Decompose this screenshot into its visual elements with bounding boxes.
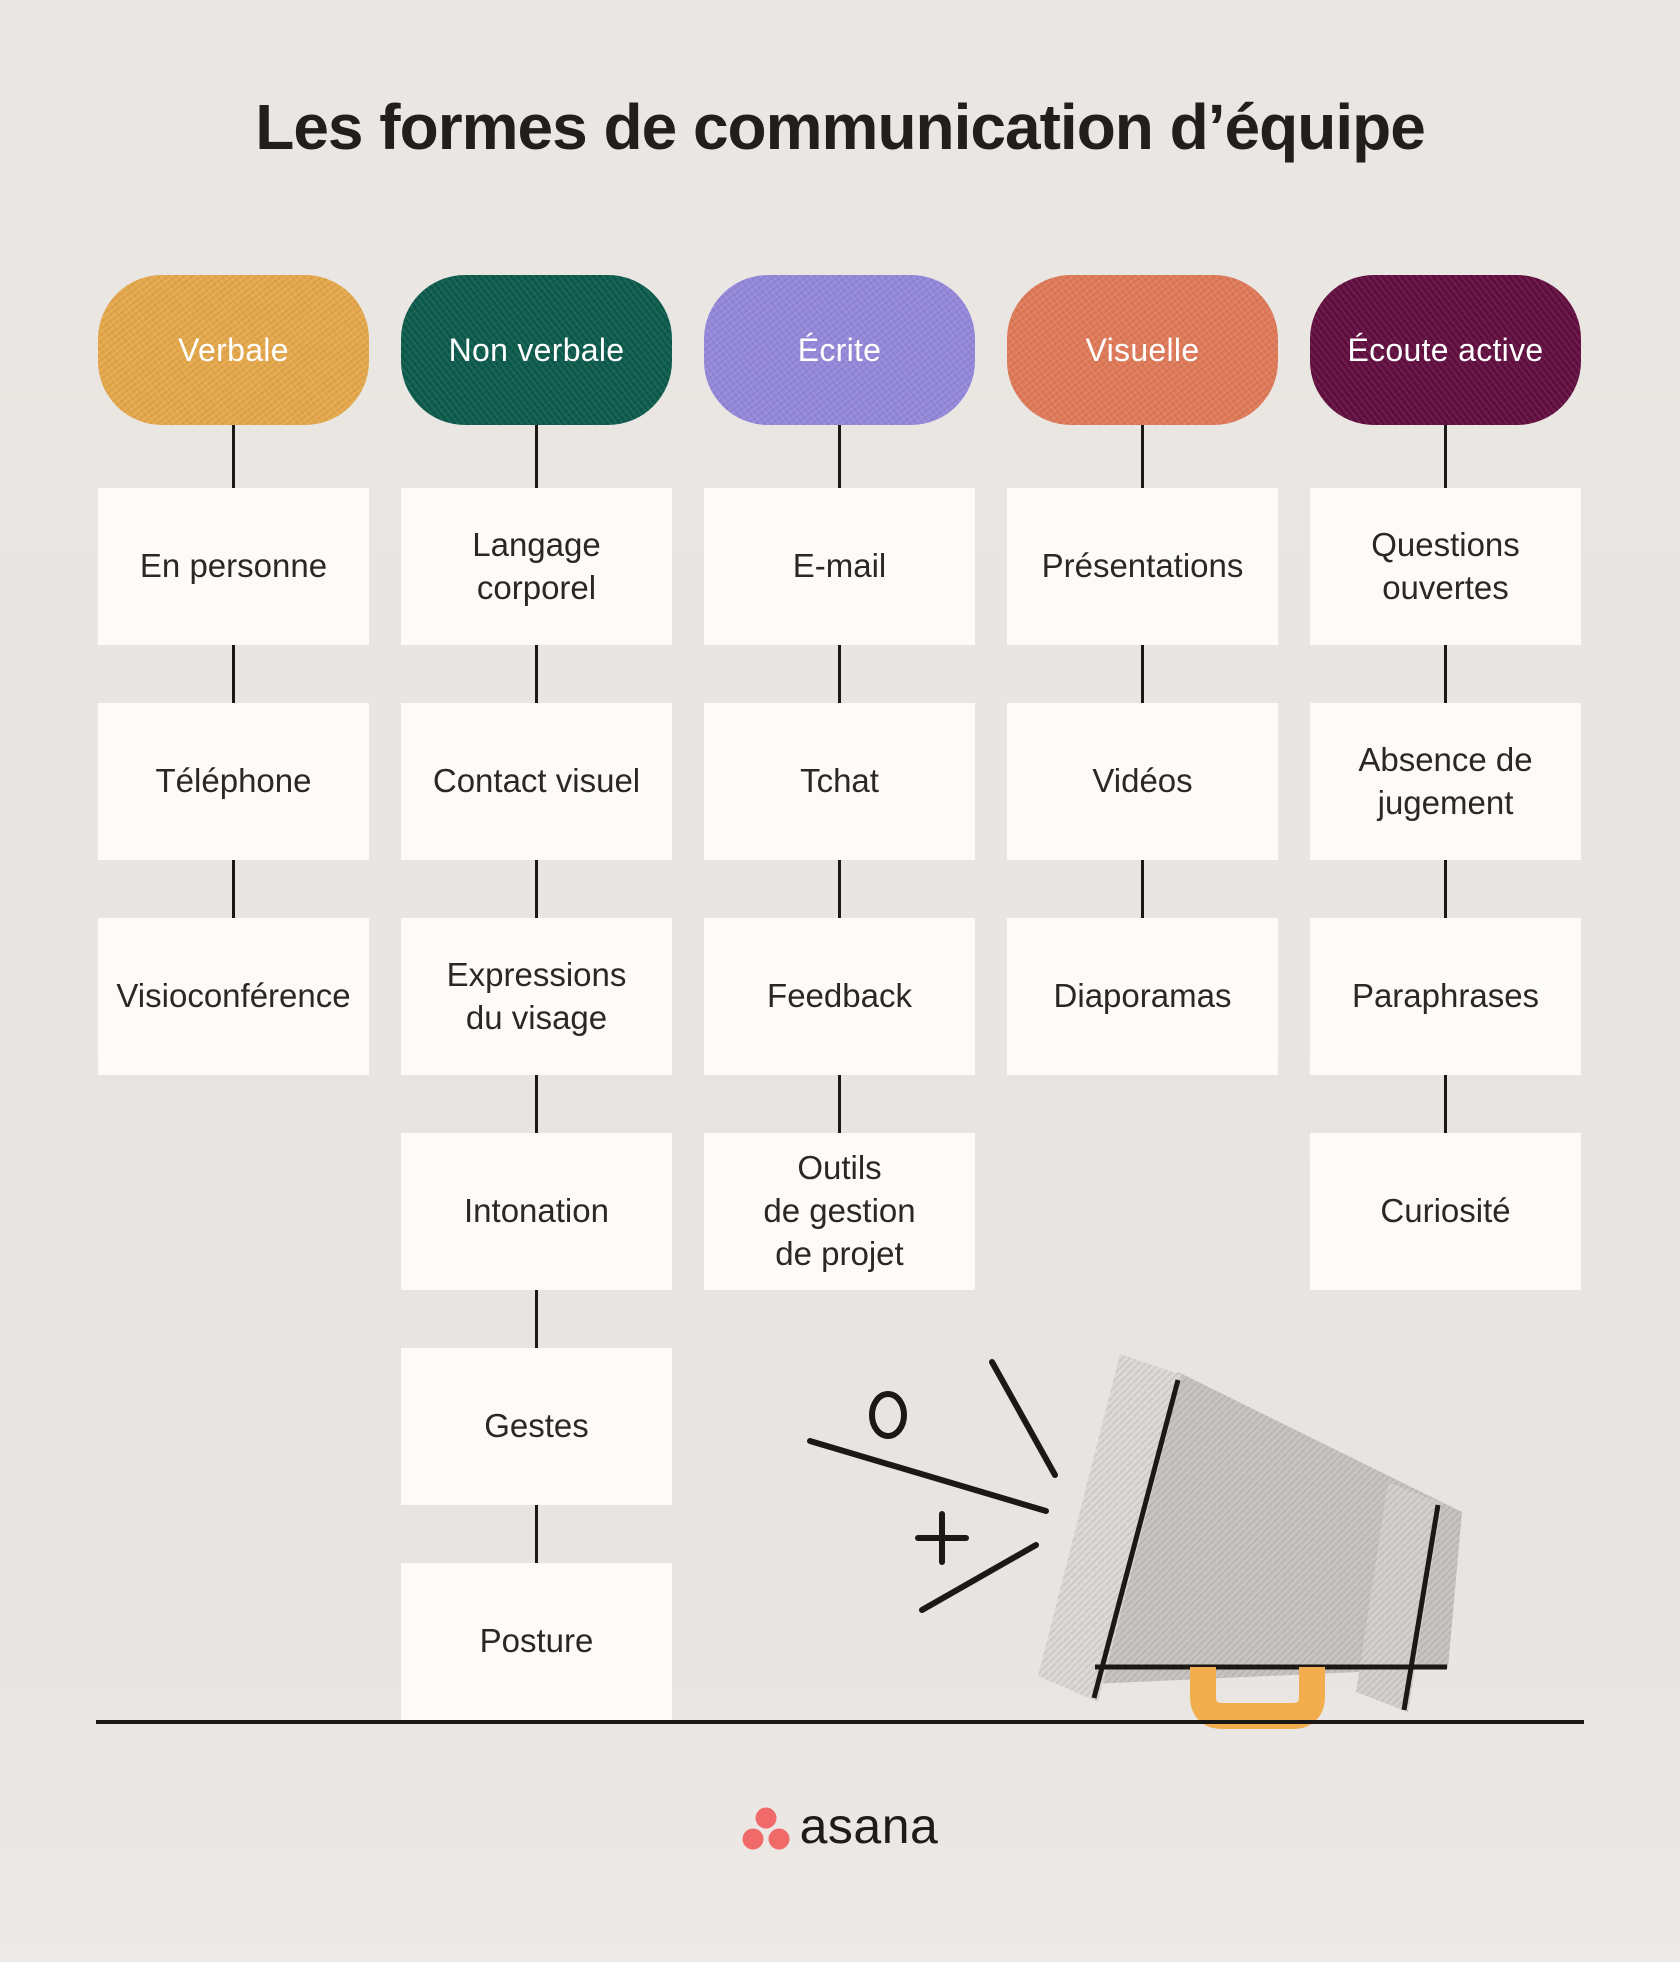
- connector-line: [1141, 860, 1144, 918]
- pill-verbale: Verbale: [98, 275, 369, 425]
- columns-grid: Verbale En personne Téléphone Visioconfé…: [98, 275, 1581, 1720]
- node-intonation: Intonation: [401, 1133, 672, 1290]
- connector-line: [232, 860, 235, 918]
- node-paraphrases: Paraphrases: [1310, 918, 1581, 1075]
- connector-line: [838, 425, 841, 488]
- connector-line: [1444, 425, 1447, 488]
- connector-line: [1444, 1075, 1447, 1133]
- pill-visuelle-label: Visuelle: [1085, 331, 1200, 368]
- connector-line: [838, 1075, 841, 1133]
- node-feedback: Feedback: [704, 918, 975, 1075]
- pill-non-verbale-label: Non verbale: [448, 331, 625, 368]
- node-tchat: Tchat: [704, 703, 975, 860]
- connector-line: [535, 1075, 538, 1133]
- connector-line: [1141, 425, 1144, 488]
- pill-ecoute-active: Écoute active: [1310, 275, 1581, 425]
- node-curiosite: Curiosité: [1310, 1133, 1581, 1290]
- pill-ecrite-label: Écrite: [797, 331, 882, 368]
- connector-line: [535, 1505, 538, 1563]
- node-contact-visuel: Contact visuel: [401, 703, 672, 860]
- column-ecrite: Écrite E-mail Tchat Feedback Outils de g…: [704, 275, 975, 1720]
- plus-symbol-icon: [915, 1511, 969, 1565]
- node-outils-gestion-projet: Outils de gestion de projet: [704, 1133, 975, 1290]
- baseline-rule: [96, 1720, 1584, 1724]
- pill-ecrite: Écrite: [704, 275, 975, 425]
- megaphone-body: [1038, 1354, 1462, 1729]
- connector-line: [1444, 645, 1447, 703]
- node-presentations: Présentations: [1007, 488, 1278, 645]
- node-absence-de-jugement: Absence de jugement: [1310, 703, 1581, 860]
- node-en-personne: En personne: [98, 488, 369, 645]
- node-questions-ouvertes: Questions ouvertes: [1310, 488, 1581, 645]
- asana-logo-icon: [742, 1807, 790, 1850]
- connector-line: [838, 860, 841, 918]
- node-expressions-du-visage: Expressions du visage: [401, 918, 672, 1075]
- pill-non-verbale: Non verbale: [401, 275, 672, 425]
- column-visuelle: Visuelle Présentations Vidéos Diaporamas: [1007, 275, 1278, 1720]
- node-diaporamas: Diaporamas: [1007, 918, 1278, 1075]
- o-symbol-icon: [869, 1391, 907, 1439]
- megaphone-illustration: [807, 1354, 1462, 1729]
- node-email: E-mail: [704, 488, 975, 645]
- column-non-verbale: Non verbale Langage corporel Contact vis…: [401, 275, 672, 1720]
- connector-line: [838, 645, 841, 703]
- connector-line: [232, 645, 235, 703]
- asana-wordmark: asana: [799, 1798, 939, 1854]
- connector-line: [232, 425, 235, 488]
- pill-ecoute-active-label: Écoute active: [1347, 331, 1544, 368]
- sound-lines-icon: [807, 1359, 1058, 1613]
- node-visioconference: Visioconférence: [98, 918, 369, 1075]
- node-telephone: Téléphone: [98, 703, 369, 860]
- pill-visuelle: Visuelle: [1007, 275, 1278, 425]
- node-gestes: Gestes: [401, 1348, 672, 1505]
- asana-logo: asana: [0, 1798, 1680, 1854]
- page-title: Les formes de communication d’équipe: [255, 91, 1426, 163]
- column-ecoute-active: Écoute active Questions ouvertes Absence…: [1310, 275, 1581, 1720]
- node-langage-corporel: Langage corporel: [401, 488, 672, 645]
- pill-verbale-label: Verbale: [178, 331, 289, 368]
- node-posture: Posture: [401, 1563, 672, 1720]
- connector-line: [535, 645, 538, 703]
- connector-line: [535, 425, 538, 488]
- column-verbale: Verbale En personne Téléphone Visioconfé…: [98, 275, 369, 1720]
- connector-line: [1141, 645, 1144, 703]
- node-videos: Vidéos: [1007, 703, 1278, 860]
- connector-line: [1444, 860, 1447, 918]
- megaphone-handle: [1190, 1667, 1325, 1729]
- connector-line: [535, 1290, 538, 1348]
- connector-line: [535, 860, 538, 918]
